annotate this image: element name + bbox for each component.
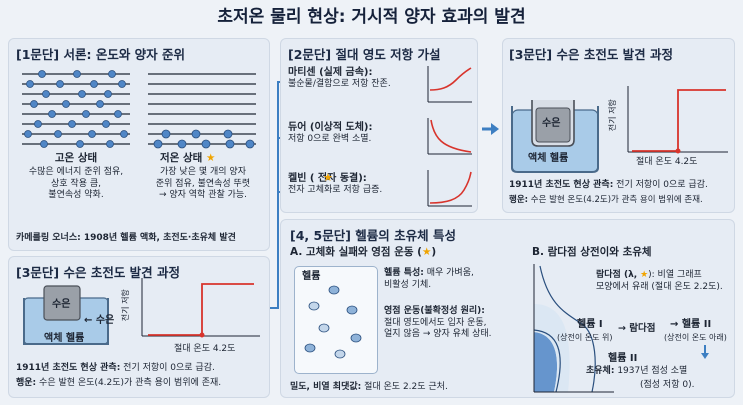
liquid-helium-label: 액체 헬륨 [44, 333, 85, 344]
lambda-title: 람다점 (λ, [596, 270, 638, 280]
luck-line-right: 행운: 수은 발현 온도(4.2도)가 관측 용이 범위에 존재. [509, 195, 703, 206]
resistance-chart-right [627, 86, 728, 154]
helium-one-label: 헬륨 I [577, 319, 603, 330]
matthiessen-item: 마티센 (실제 금속): 불순물/결함으로 저항 잔존. [288, 66, 391, 91]
discovery-year-right: 1911년 초전도 현상 관측: [509, 180, 614, 190]
mercury-beaker-diagram [23, 285, 109, 345]
resistance-xlabel-right: 절대 온도 4.2도 [636, 157, 698, 167]
helium-one-sub: (상전이 온도 위) [557, 333, 613, 342]
section-a-title-end: ) [431, 246, 437, 258]
helium-props-desc: 매우 가벼움, [423, 268, 474, 278]
kelvin-curve [427, 170, 472, 207]
section-a-title: A. 고체화 실패와 영점 운동 (★) [290, 246, 436, 260]
arrow-down-icon [701, 345, 709, 359]
matthiessen-title: 마티센 (실제 금속): [288, 67, 373, 78]
kelvin-desc: 전자 고체화로 저항 급증. [288, 185, 383, 195]
cold-state-label: 저온 상태 [160, 152, 203, 164]
discovery-desc: 전기 저항이 0으로 급감. [120, 363, 215, 373]
arrow-right-icon [482, 123, 499, 135]
page-title: 초저온 물리 현상: 거시적 양자 효과의 발견 [217, 7, 526, 27]
cold-desc-line: → 양자 역학 관찰 가능. [158, 190, 248, 201]
hot-desc-line: 상호 작용 큼, [51, 178, 101, 189]
superfluid-desc: 1937년 점성 소멸 [614, 366, 688, 376]
lambda-title-end: ): 비열 그래프 [648, 270, 702, 280]
panel-hypothesis-header: [2문단] 절대 영도 저항 가설 [288, 47, 441, 62]
matthiessen-desc: 불순물/결함으로 저항 잔존. [288, 79, 391, 89]
zero-point-desc: 절대 영도에서도 입자 운동, [384, 317, 487, 328]
mercury-arrow-label: ← 수은 [84, 315, 115, 326]
kelvin-star-icon: ★ [323, 171, 333, 184]
density-desc: 절대 온도 2.2도 근처. [361, 382, 448, 392]
resistance-xlabel-left: 절대 온도 4.2도 [174, 344, 236, 354]
section-a-title-text: A. 고체화 실패와 영점 운동 ( [290, 246, 422, 258]
dewar-desc: 저항 0으로 완벽 소멸. [288, 134, 372, 144]
resistance-chart-left [141, 278, 260, 338]
helium-box-label: 헬륨 [302, 271, 321, 282]
helium-props-desc2: 비활성 기체. [384, 279, 432, 290]
dewar-curve [427, 118, 472, 155]
liquid-helium-label-right: 액체 헬륨 [528, 153, 569, 164]
star-icon: ★ [422, 246, 432, 258]
cold-desc-line: 준위 점유, 불연속성 뚜렷 [155, 178, 251, 189]
hot-state-desc: 수많은 에너지 준위 점유, 상호 작용 큼, 불연속성 약화. [16, 167, 136, 202]
discovery-line-left: 1911년 초전도 현상 관측: 전기 저항이 0으로 급감. [16, 363, 215, 375]
zero-point-label: 영점 운동(불확정성 원리): [384, 306, 485, 316]
kelvin-item: 켈빈 ( 전자 동결): 전자 고체화로 저항 급증. [288, 172, 382, 197]
energy-levels-cold-diagram [148, 73, 256, 149]
dewar-item: 듀어 (이상적 도체): 저항 0으로 완벽 소멸. [288, 121, 373, 146]
panel-superfluid-header: [4, 5문단] 헬륨의 초유체 특성 [290, 228, 456, 243]
superfluid-note2: (점성 저항 0). [640, 380, 695, 390]
panel-mercury-left-header: [3문단] 수은 초전도 발견 과정 [16, 265, 181, 280]
density-label: 밀도, 비열 최댓값: [290, 382, 362, 392]
helium-two-sub: (상전이 온도 아래) [664, 333, 727, 342]
lambda-desc: 모양에서 유래 (절대 온도 2.2도). [596, 281, 723, 292]
cold-state-label-wrap: 저온 상태 ★ [160, 152, 215, 166]
matthiessen-curve [427, 66, 472, 103]
discovery-year: 1911년 초전도 현상 관측: [16, 363, 121, 373]
luck-label: 행운: [16, 378, 37, 388]
kelvin-title-wrap: 켈빈 ( 전자 동결): [288, 172, 382, 185]
panel-mercury-right-header: [3문단] 수은 초전도 발견 과정 [509, 47, 674, 62]
onnes-note: 카메를링 오너스: 1908년 헬륨 액화, 초전도·초유체 발견 [16, 233, 236, 243]
zero-point-motion: 영점 운동(불확정성 원리): 절대 영도에서도 입자 운동, 얼지 않음 → … [384, 306, 492, 341]
hot-desc-line: 불연속성 약화. [48, 190, 104, 201]
superfluid-label: 초유체: [586, 366, 615, 376]
resistance-ylabel-right: 전기 저항 [607, 99, 617, 132]
hot-desc-line: 수많은 에너지 준위 점유, [28, 167, 124, 177]
cold-state-desc: 가장 낮은 몇 개의 양자 준위 점유, 불연속성 뚜렷 → 양자 역학 관찰 … [140, 167, 266, 202]
zero-point-desc2: 얼지 않음 → 양자 유체 상태. [384, 329, 492, 340]
lambda-phase-diagram [533, 264, 614, 393]
panel-intro-header: [1문단] 서론: 온도와 양자 준위 [16, 47, 186, 62]
hot-state-label: 고온 상태 [54, 152, 98, 164]
mercury-label: 수은 [52, 299, 71, 310]
cold-desc-line: 가장 낮은 몇 개의 양자 [160, 167, 246, 177]
luck-line-left: 행운: 수은 발현 온도(4.2도)가 관측 용이 범위에 존재. [16, 378, 221, 390]
panel-hypothesis [280, 38, 478, 213]
dewar-title: 듀어 (이상적 도체): [288, 122, 373, 133]
luck-desc: 수은 발현 온도(4.2도)가 관측 용이 범위에 존재. [36, 378, 222, 388]
helium-two-label: → 헬륨 II [670, 319, 712, 330]
kelvin-title: 켈빈 ( 전자 동결): [288, 173, 367, 184]
superfluid-note: 초유체: 1937년 점성 소멸 [586, 366, 687, 378]
section-b-title: B. 람다점 상전이와 초유체 [532, 246, 652, 258]
luck-label-right: 행운: [509, 195, 529, 205]
lambda-point-desc: 람다점 (λ, ★): 비열 그래프 모양에서 유래 (절대 온도 2.2도). [596, 270, 723, 293]
discovery-desc-right: 전기 저항이 0으로 급감. [613, 180, 708, 190]
luck-desc-right: 수은 발현 온도(4.2도)가 관측 용이 범위에 존재. [528, 195, 703, 205]
discovery-line-right: 1911년 초전도 현상 관측: 전기 저항이 0으로 급감. [509, 180, 708, 192]
helium-two-bottom-label: 헬륨 II [608, 353, 638, 364]
resistance-ylabel-left: 전기 저항 [120, 289, 130, 322]
star-icon: ★ [205, 152, 216, 164]
helium-properties: 헬륨 특성: 매우 가벼움, 비활성 기체. [384, 268, 474, 291]
helium-particles [304, 285, 362, 359]
density-note: 밀도, 비열 최댓값: 절대 온도 2.2도 근처. [290, 382, 448, 394]
star-icon: ★ [640, 270, 649, 280]
mercury-label-right: 수은 [542, 118, 561, 129]
lambda-point-label: → 람다점 [618, 323, 656, 334]
energy-levels-hot-diagram [22, 70, 130, 148]
mercury-beaker-diagram-right [511, 100, 599, 173]
helium-props-label: 헬륨 특성: [384, 268, 424, 278]
